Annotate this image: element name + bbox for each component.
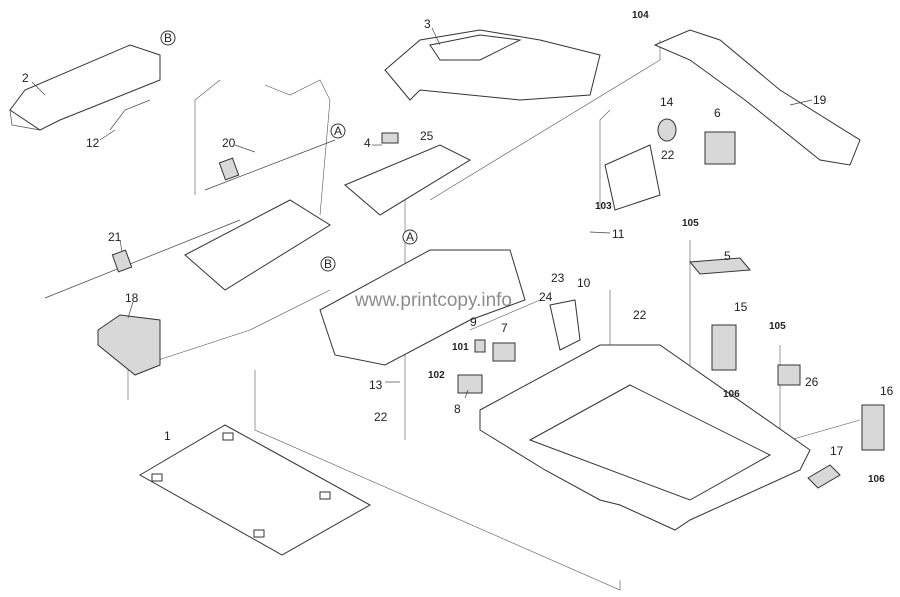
callout-10: 10	[577, 276, 591, 290]
callout-8: 8	[454, 402, 461, 416]
part-18-cover	[97, 314, 161, 376]
part-14-roller	[657, 118, 677, 142]
callout-105-b: 105	[769, 321, 786, 332]
callout-1: 1	[164, 429, 171, 443]
callout-25: 25	[420, 129, 434, 143]
callout-24: 24	[539, 290, 553, 304]
callout-18: 18	[125, 291, 139, 305]
part-23-bracket	[549, 299, 581, 351]
callout-26: 26	[805, 375, 819, 389]
reference-circle-a-top	[330, 123, 346, 139]
callout-106-b: 106	[868, 474, 885, 485]
part-1-sheet	[138, 424, 372, 556]
part-20-shaft	[204, 139, 336, 191]
watermark: www.printcopy.info	[354, 290, 512, 311]
callout-21: 21	[108, 230, 122, 244]
callout-19: 19	[813, 93, 827, 107]
callout-16: 16	[880, 384, 894, 398]
callout-104: 104	[632, 10, 649, 21]
callout-103: 103	[595, 201, 612, 212]
callout-14: 14	[660, 95, 674, 109]
reference-circle-b-top	[160, 30, 176, 46]
callout-ref-b-2: B	[324, 257, 332, 271]
bracket-22-103	[604, 144, 661, 211]
callout-105: 105	[682, 218, 699, 229]
reference-circle-b-mid	[320, 256, 336, 272]
callout-17: 17	[830, 444, 844, 458]
callout-12: 12	[86, 136, 100, 150]
part-21-shaft	[44, 219, 241, 299]
part-3-tray	[384, 29, 601, 101]
part-25-guide	[344, 132, 472, 216]
callout-2: 2	[22, 71, 29, 85]
part-15-holder	[711, 324, 737, 371]
part-17-plate	[807, 464, 841, 489]
part-5-plate	[688, 257, 752, 275]
part-16-holder	[861, 404, 885, 451]
leader-lines	[31, 27, 813, 399]
callout-22-c: 22	[374, 410, 388, 424]
part-26-holder	[777, 364, 801, 386]
callout-6: 6	[714, 106, 721, 120]
guide-frame-left	[184, 199, 331, 291]
reference-circle-a-mid	[402, 229, 418, 245]
main-frame	[319, 249, 526, 366]
callout-23: 23	[551, 271, 565, 285]
callout-ref-a-2: A	[406, 230, 414, 244]
callout-20: 20	[222, 136, 236, 150]
part-19-arm	[653, 29, 861, 166]
part-6-motor	[704, 131, 736, 165]
callout-22: 22	[661, 148, 675, 162]
part-2-cover	[9, 44, 161, 131]
callout-5: 5	[724, 249, 731, 263]
callout-101: 101	[452, 342, 469, 353]
part-9-spring	[474, 339, 486, 353]
callout-15: 15	[734, 300, 748, 314]
callout-102: 102	[428, 370, 445, 381]
callout-13: 13	[369, 378, 383, 392]
part-8-solenoid	[457, 374, 483, 394]
callout-106: 106	[723, 389, 740, 400]
callout-9: 9	[470, 315, 477, 329]
callout-3: 3	[424, 17, 431, 31]
base-frame	[479, 344, 811, 531]
callout-11: 11	[612, 227, 625, 241]
callout-ref-a: A	[334, 124, 342, 138]
callout-22-b: 22	[633, 308, 647, 322]
part-7-solenoid	[492, 342, 516, 362]
callout-7: 7	[501, 321, 508, 335]
callout-4: 4	[364, 136, 371, 150]
callout-ref-b: B	[164, 31, 172, 45]
